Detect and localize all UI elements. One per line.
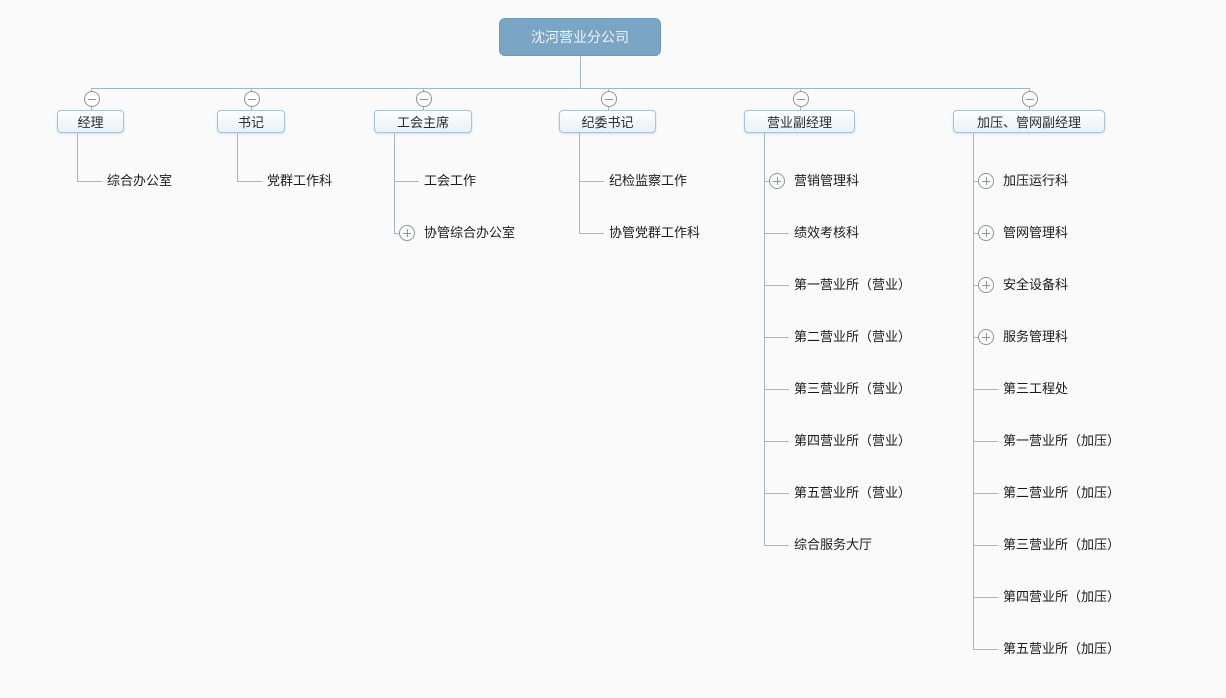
collapse-minus-icon[interactable] [1022, 91, 1038, 107]
child-node-label[interactable]: 第三营业所（加压） [1003, 537, 1120, 553]
child-node-label[interactable]: 第四营业所（加压） [1003, 589, 1120, 605]
child-node-label[interactable]: 综合办公室 [107, 173, 172, 189]
connector-line [580, 56, 581, 88]
expand-plus-icon[interactable] [978, 173, 994, 189]
branch-node[interactable]: 营业副经理 [744, 110, 855, 133]
connector-line [973, 493, 998, 494]
child-node-label[interactable]: 第三工程处 [1003, 381, 1068, 397]
connector-line [394, 181, 419, 182]
connector-line [579, 233, 604, 234]
connector-line [764, 133, 765, 546]
child-node-label[interactable]: 第四营业所（营业） [794, 433, 911, 449]
connector-line [237, 133, 238, 182]
child-node-label[interactable]: 绩效考核科 [794, 225, 859, 241]
branch-node[interactable]: 工会主席 [374, 110, 472, 133]
child-node-label[interactable]: 第五营业所（加压） [1003, 641, 1120, 657]
child-node-label[interactable]: 第二营业所（加压） [1003, 485, 1120, 501]
branch-node[interactable]: 经理 [57, 110, 124, 133]
collapse-minus-icon[interactable] [793, 91, 809, 107]
child-node-label[interactable]: 营销管理科 [794, 173, 859, 189]
connector-line [973, 597, 998, 598]
collapse-minus-icon[interactable] [416, 91, 432, 107]
connector-line [973, 389, 998, 390]
child-node-label[interactable]: 纪检监察工作 [609, 173, 687, 189]
connector-line [764, 493, 789, 494]
connector-line [764, 545, 789, 546]
child-node-label[interactable]: 管网管理科 [1003, 225, 1068, 241]
connector-line [973, 545, 998, 546]
connector-line [764, 337, 789, 338]
branch-node[interactable]: 书记 [217, 110, 285, 133]
child-node-label[interactable]: 第三营业所（营业） [794, 381, 911, 397]
expand-plus-icon[interactable] [769, 173, 785, 189]
child-node-label[interactable]: 安全设备科 [1003, 277, 1068, 293]
connector-line [237, 181, 262, 182]
connector-line [77, 181, 102, 182]
connector-line [764, 233, 789, 234]
child-node-label[interactable]: 工会工作 [424, 173, 476, 189]
expand-plus-icon[interactable] [978, 225, 994, 241]
connector-line [764, 285, 789, 286]
collapse-minus-icon[interactable] [601, 91, 617, 107]
collapse-minus-icon[interactable] [244, 91, 260, 107]
connector-line [77, 133, 78, 182]
root-node[interactable]: 沈河营业分公司 [499, 18, 661, 56]
expand-plus-icon[interactable] [978, 329, 994, 345]
child-node-label[interactable]: 第一营业所（营业） [794, 277, 911, 293]
child-node-label[interactable]: 加压运行科 [1003, 173, 1068, 189]
child-node-label[interactable]: 综合服务大厅 [794, 537, 872, 553]
connector-line [764, 389, 789, 390]
child-node-label[interactable]: 服务管理科 [1003, 329, 1068, 345]
child-node-label[interactable]: 第一营业所（加压） [1003, 433, 1120, 449]
connector-line [973, 649, 998, 650]
child-node-label[interactable]: 党群工作科 [267, 173, 332, 189]
child-node-label[interactable]: 协管党群工作科 [609, 225, 700, 241]
connector-line [579, 133, 580, 234]
connector-line [579, 181, 604, 182]
child-node-label[interactable]: 协管综合办公室 [424, 225, 515, 241]
branch-node[interactable]: 加压、管网副经理 [953, 110, 1105, 133]
expand-plus-icon[interactable] [399, 225, 415, 241]
connector-line [764, 441, 789, 442]
child-node-label[interactable]: 第二营业所（营业） [794, 329, 911, 345]
collapse-minus-icon[interactable] [84, 91, 100, 107]
connector-line [91, 88, 1031, 89]
child-node-label[interactable]: 第五营业所（营业） [794, 485, 911, 501]
connector-line [394, 133, 395, 234]
connector-line [973, 441, 998, 442]
branch-node[interactable]: 纪委书记 [559, 110, 656, 133]
expand-plus-icon[interactable] [978, 277, 994, 293]
connector-line [973, 133, 974, 650]
